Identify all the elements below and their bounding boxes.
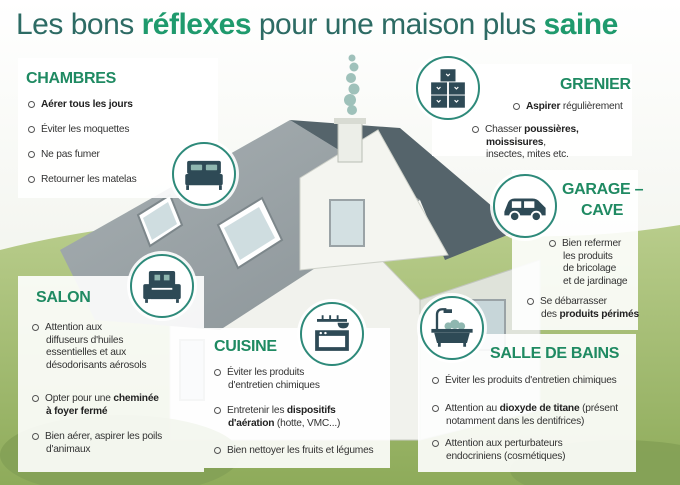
salle-de-bains-heading: SALLE DE BAINS (490, 345, 620, 362)
bullet-icon (28, 126, 35, 133)
stove-icon (300, 302, 364, 366)
bullet-icon (28, 176, 35, 183)
bullet-icon (214, 369, 221, 376)
salle-de-bains-item-1: Éviter les produits d'entretien chimique… (432, 375, 617, 388)
chimney-cap (334, 118, 366, 124)
bullet-icon (527, 298, 534, 305)
bathtub-icon (420, 296, 484, 360)
bullet-icon (549, 240, 556, 247)
bullet-icon (432, 377, 439, 384)
gable-window (329, 199, 365, 247)
roof-window-1 (136, 193, 184, 248)
grenier-item-2: Chasser poussières, moissisures,insectes… (472, 124, 632, 162)
bullet-icon (28, 101, 35, 108)
roof-window-2 (216, 196, 284, 270)
bullet-icon (214, 447, 221, 454)
page-title: Les bons réflexes pour une maison plus s… (16, 8, 618, 41)
garage-heading-line1: GARAGE – (562, 181, 644, 198)
bullet-icon (28, 151, 35, 158)
grenier-heading: GRENIER (560, 76, 631, 93)
chambres-item-4: Retourner les matelas (28, 174, 137, 187)
car-icon (493, 174, 557, 238)
chimney (337, 121, 363, 163)
bullet-icon (513, 103, 520, 110)
bullet-icon (32, 324, 39, 331)
chambres-item-2: Éviter les moquettes (28, 124, 129, 137)
cuisine-heading: CUISINE (214, 338, 277, 355)
chimney-smoke (344, 54, 360, 115)
chambres-item-3: Ne pas fumer (28, 149, 100, 162)
bullet-icon (214, 407, 221, 414)
bullet-icon (32, 433, 39, 440)
garage-heading-line2: CAVE (581, 202, 624, 219)
bullet-icon (432, 440, 439, 447)
salon-heading: SALON (36, 289, 91, 306)
bullet-icon (472, 126, 479, 133)
armchair-icon (130, 254, 194, 318)
chambres-item-1: Aérer tous les jours (28, 99, 133, 112)
cuisine-panel (204, 328, 390, 468)
chambres-heading: CHAMBRES (26, 70, 117, 87)
grenier-item-1: Aspirer régulièrement (513, 101, 623, 114)
boxes-icon (416, 56, 480, 120)
bullet-icon (432, 405, 439, 412)
bed-icon (172, 142, 236, 206)
bullet-icon (32, 395, 39, 402)
cuisine-item-3: Bien nettoyer les fruits et légumes (214, 445, 374, 458)
